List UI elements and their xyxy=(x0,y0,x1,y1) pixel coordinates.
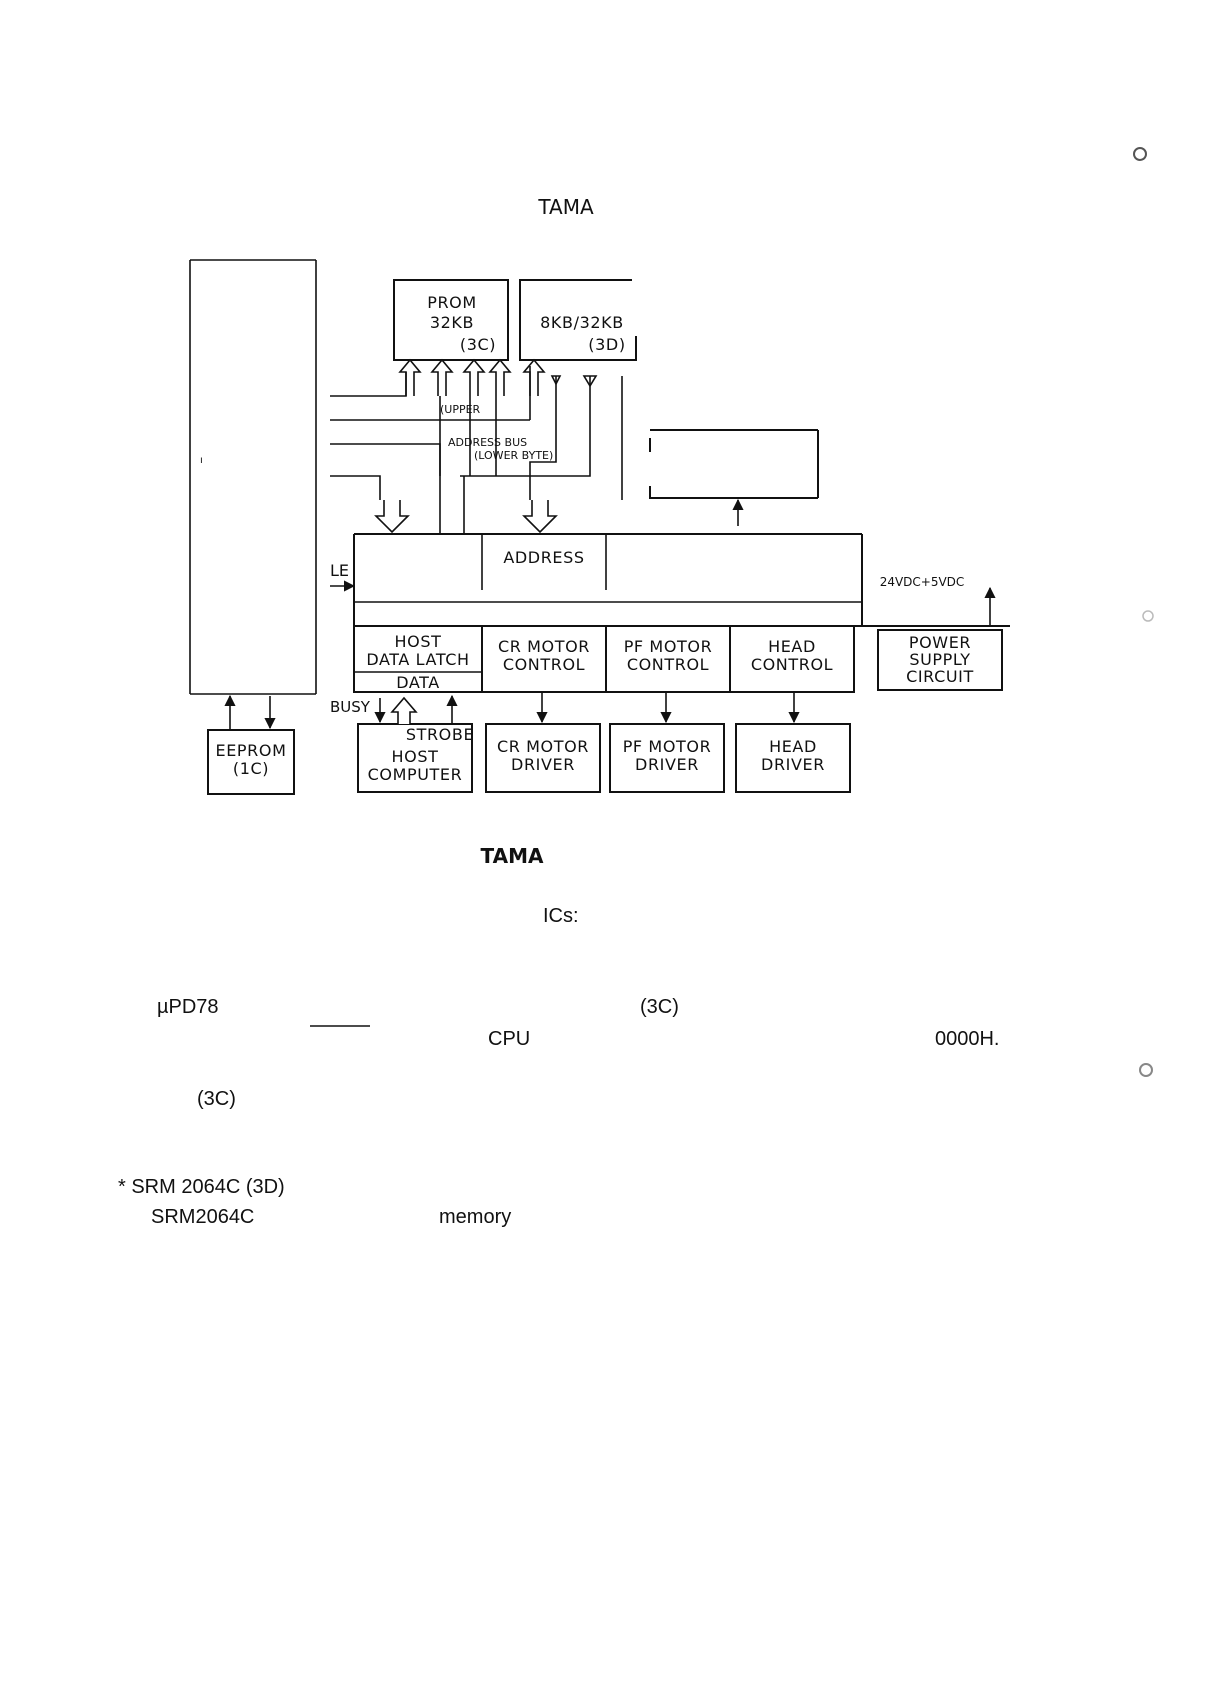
lower-byte-label: (LOWER BYTE) xyxy=(474,449,553,462)
data-arrow xyxy=(390,696,418,724)
pf-motor-driver: PF MOTOR DRIVER xyxy=(609,723,725,793)
eeprom-1: EEPROM xyxy=(216,741,287,760)
address-bus-label: ADDRESS BUS xyxy=(448,436,527,449)
srm-text: SRM2064C xyxy=(151,1206,255,1228)
cr-motor-driver: CR MOTOR DRIVER xyxy=(485,723,601,793)
cr-motor-control: CR MOTOR CONTROL xyxy=(481,625,607,693)
head-driver-1: HEAD xyxy=(769,737,817,756)
eeprom-box: EEPROM (1C) xyxy=(207,729,295,795)
cr-motor-driver-1: CR MOTOR xyxy=(497,737,589,756)
power-supply-3: CIRCUIT xyxy=(906,667,974,686)
head-control: HEAD CONTROL xyxy=(729,625,855,693)
prom-label-1: PROM xyxy=(427,293,477,312)
voltage-label: 24VDC+5VDC xyxy=(880,575,965,589)
host-computer-box: HOST COMPUTER xyxy=(357,723,473,793)
head-control-1: HEAD xyxy=(768,637,816,656)
head-driver-2: DRIVER xyxy=(761,755,825,774)
power-supply-2: SUPPLY xyxy=(909,650,970,669)
pf-motor-driver-2: DRIVER xyxy=(635,755,699,774)
ram-box: 8KB/32KB (3D) xyxy=(519,279,637,361)
blank-box xyxy=(649,429,819,499)
bus-arrows-up xyxy=(398,358,546,396)
eeprom-2: (1C) xyxy=(233,759,269,778)
svg-text:ı: ı xyxy=(200,455,203,466)
pf-motor-control: PF MOTOR CONTROL xyxy=(605,625,731,693)
figure-caption: TAMA xyxy=(481,844,544,868)
cpu-block: ı xyxy=(189,259,317,695)
busy-label: BUSY xyxy=(330,698,371,716)
power-supply-circuit: POWER SUPPLY CIRCUIT xyxy=(877,629,1003,691)
pf-motor-driver-1: PF MOTOR xyxy=(623,737,712,756)
prom-label-2: 32KB xyxy=(430,313,474,332)
ref-3c-1: (3C) xyxy=(640,996,679,1018)
ram-label-2: (3D) xyxy=(588,335,625,354)
address-label: ADDRESS xyxy=(503,548,584,567)
cr-motor-control-1: CR MOTOR xyxy=(498,637,590,656)
power-supply-1: POWER xyxy=(909,633,971,652)
cr-motor-control-2: CONTROL xyxy=(503,655,585,674)
host-computer-2: COMPUTER xyxy=(368,765,463,784)
hex-address: 0000H. xyxy=(935,1028,1000,1050)
bus-arrows-down xyxy=(550,375,598,388)
host-latch-3: DATA xyxy=(396,673,440,692)
scan-marks xyxy=(1133,147,1154,1077)
prom-box: PROM 32KB (3C) xyxy=(393,279,509,361)
pf-motor-control-1: PF MOTOR xyxy=(624,637,713,656)
ram-label-1: 8KB/32KB xyxy=(540,313,624,332)
head-control-2: CONTROL xyxy=(751,655,833,674)
upper-label: (UPPER xyxy=(440,403,481,416)
strobe-label: STROBE xyxy=(406,725,474,744)
figure-title-top: TAMA xyxy=(537,195,594,219)
host-computer-1: HOST xyxy=(392,747,439,766)
host-data-latch: HOST DATA LATCH DATA xyxy=(353,625,483,693)
ics-text: ICs: xyxy=(543,905,579,927)
ale-label: LE xyxy=(330,561,349,580)
ref-3c-2: (3C) xyxy=(197,1088,236,1110)
host-latch-1: HOST xyxy=(395,632,442,651)
head-driver: HEAD DRIVER xyxy=(735,723,851,793)
pf-motor-control-2: CONTROL xyxy=(627,655,709,674)
srm-item: * SRM 2064C (3D) xyxy=(118,1176,285,1198)
host-latch-2: DATA LATCH xyxy=(366,650,469,669)
cpu-text: CPU xyxy=(488,1028,531,1050)
upd78-text: µPD78 xyxy=(157,996,219,1018)
bus-arrows-to-gate-array xyxy=(374,500,558,534)
memory-text: memory xyxy=(439,1206,512,1228)
prom-label-3: (3C) xyxy=(460,335,496,354)
cr-motor-driver-2: DRIVER xyxy=(511,755,575,774)
